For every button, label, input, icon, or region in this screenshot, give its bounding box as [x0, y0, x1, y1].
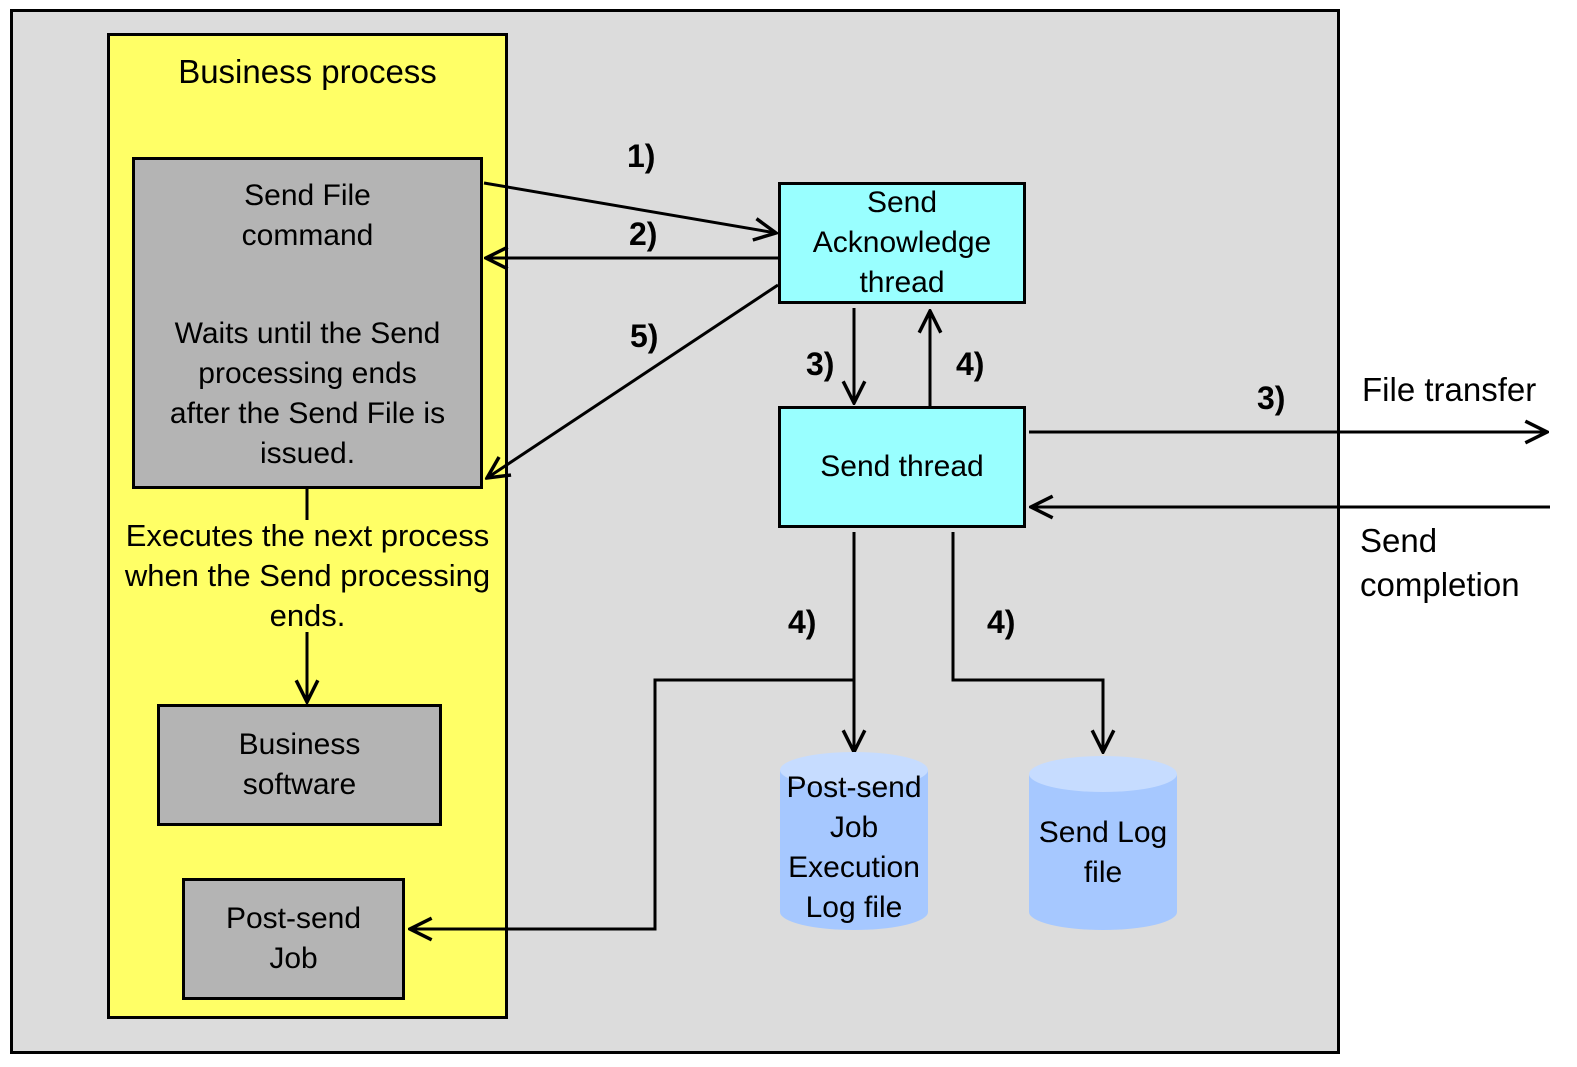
send-file-command-title-line2: command — [241, 219, 374, 252]
post-send-log-line4: Log file — [805, 891, 903, 924]
post-send-log-line2: Job — [829, 811, 879, 844]
post-send-log-line1: Post-send — [786, 771, 922, 804]
business-software-line2: software — [242, 768, 357, 801]
post-send-job-box: Post-send Job — [182, 878, 405, 1000]
send-log-line1: Send Log — [1038, 816, 1168, 849]
business-software-line1: Business — [238, 728, 361, 761]
arrow-step1 — [483, 181, 776, 233]
post-send-job-line2: Job — [269, 942, 318, 975]
send-thread-label: Send thread — [820, 450, 984, 483]
post-send-job-line1: Post-send — [225, 902, 362, 935]
step-label-2: 2) — [629, 216, 658, 252]
send-file-command-desc-line2: processing ends — [198, 357, 417, 390]
step-label-3-down: 3) — [806, 346, 835, 382]
next-process-line2: when the Send processing — [124, 558, 491, 593]
send-completion-line2: completion — [1360, 566, 1520, 603]
arrow-to-send-log — [951, 532, 1103, 752]
send-file-command-desc-line1: Waits until the Send — [174, 317, 441, 350]
business-process-title: Business process — [178, 53, 437, 90]
send-file-command-title-line1: Send File — [244, 179, 371, 212]
next-process-line1: Executes the next process — [125, 518, 490, 553]
step-label-1: 1) — [627, 138, 656, 174]
step-label-4-left: 4) — [788, 604, 817, 640]
step-label-3-transfer: 3) — [1257, 380, 1286, 416]
post-send-log-cylinder — [780, 752, 928, 930]
next-process-line3: ends. — [269, 598, 346, 633]
send-thread-box: Send thread — [778, 406, 1026, 528]
send-ack-line3: thread — [859, 266, 945, 299]
send-log-line2: file — [1083, 856, 1123, 889]
business-software-box: Business software — [157, 704, 442, 826]
arrow-step5 — [487, 283, 779, 478]
step-label-4-right: 4) — [987, 604, 1016, 640]
send-ack-line2: Acknowledge — [812, 226, 992, 259]
step-label-5: 5) — [630, 318, 659, 354]
post-send-log-label: Post-send Job Execution Log file — [774, 768, 934, 928]
send-file-command-box: Send File command Waits until the Send p… — [132, 157, 483, 489]
send-ack-line1: Send — [866, 186, 938, 219]
send-acknowledge-thread-box: Send Acknowledge thread — [778, 182, 1026, 304]
send-log-label: Send Log file — [1023, 812, 1183, 894]
arrow-to-post-send-job — [410, 678, 854, 929]
post-send-log-line3: Execution — [788, 851, 920, 884]
file-transfer-label: File transfer — [1362, 371, 1537, 408]
send-completion-line1: Send — [1360, 522, 1438, 559]
send-file-command-desc-line3: after the Send File is — [169, 397, 446, 430]
send-file-command-desc-line4: issued. — [259, 437, 356, 470]
step-label-4-up: 4) — [956, 346, 985, 382]
send-log-cylinder — [1029, 756, 1177, 930]
